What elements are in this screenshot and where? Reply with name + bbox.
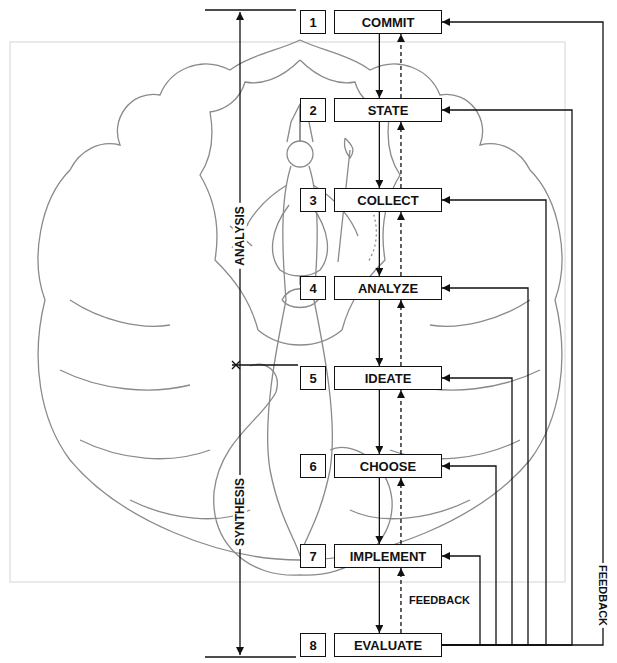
feedback-label: FEEDBACK bbox=[597, 562, 610, 627]
step-label: 7 bbox=[309, 549, 316, 564]
step-label: IDEATE bbox=[365, 371, 412, 386]
phase-bracket-line bbox=[239, 12, 240, 655]
bracket-tick bbox=[205, 9, 296, 10]
feedback-line bbox=[442, 110, 572, 645]
step-label: 4 bbox=[309, 281, 316, 296]
feedback-line bbox=[442, 288, 528, 645]
return-arrow bbox=[400, 212, 401, 276]
step-label: CHOOSE bbox=[360, 459, 416, 474]
return-arrow bbox=[400, 568, 401, 633]
prayer-beads bbox=[368, 210, 376, 262]
step-number-box: 7 bbox=[300, 544, 326, 568]
bracket-tick bbox=[205, 656, 296, 657]
step-label: 8 bbox=[309, 638, 316, 653]
return-arrow bbox=[400, 478, 401, 544]
flow-arrow bbox=[379, 212, 380, 276]
step-number-box: 2 bbox=[300, 98, 326, 122]
goddess-head bbox=[287, 141, 313, 167]
feedback-line bbox=[442, 466, 496, 645]
step-label: 2 bbox=[309, 103, 316, 118]
feedback-line bbox=[442, 22, 603, 645]
step-label: 3 bbox=[309, 193, 316, 208]
step-number-box: 8 bbox=[300, 633, 326, 657]
phase-divider bbox=[232, 364, 298, 365]
step-label: ANALYZE bbox=[358, 281, 418, 296]
step-label: 6 bbox=[309, 459, 316, 474]
emblem-left-half bbox=[38, 40, 300, 560]
return-arrow bbox=[400, 390, 401, 454]
step-label: COLLECT bbox=[357, 193, 418, 208]
return-arrow bbox=[400, 300, 401, 366]
step-box: CHOOSE bbox=[334, 454, 442, 478]
flow-arrow bbox=[379, 390, 380, 454]
return-arrow bbox=[400, 122, 401, 188]
phase-label: ANALYSIS bbox=[233, 203, 247, 269]
phase-label: SYNTHESIS bbox=[233, 475, 247, 549]
flow-arrow bbox=[379, 34, 380, 98]
step-number-box: 1 bbox=[300, 10, 326, 34]
step-number-box: 5 bbox=[300, 366, 326, 390]
emblem-right-half bbox=[300, 40, 562, 560]
step-number-box: 3 bbox=[300, 188, 326, 212]
step-label: EVALUATE bbox=[354, 638, 422, 653]
step-box: IMPLEMENT bbox=[334, 544, 442, 568]
step-label: 5 bbox=[309, 371, 316, 386]
flow-arrow bbox=[379, 568, 380, 633]
step-label: IMPLEMENT bbox=[350, 549, 427, 564]
divider-mark bbox=[232, 361, 240, 369]
step-box: ANALYZE bbox=[334, 276, 442, 300]
step-number-box: 4 bbox=[300, 276, 326, 300]
feedback-line bbox=[442, 200, 546, 645]
step-label: 1 bbox=[309, 15, 316, 30]
swan-neck bbox=[214, 364, 300, 575]
step-label: STATE bbox=[368, 103, 409, 118]
step-box: STATE bbox=[334, 98, 442, 122]
flow-arrow bbox=[379, 300, 380, 366]
step-box: COMMIT bbox=[334, 10, 442, 34]
step-number-box: 6 bbox=[300, 454, 326, 478]
step-box: COLLECT bbox=[334, 188, 442, 212]
step-label: COMMIT bbox=[362, 15, 415, 30]
return-arrow bbox=[400, 34, 401, 98]
flow-arrow bbox=[379, 478, 380, 544]
feedback-label: FEEDBACK bbox=[407, 594, 472, 607]
step-box: IDEATE bbox=[334, 366, 442, 390]
step-box: EVALUATE bbox=[334, 633, 442, 657]
flow-arrow bbox=[379, 122, 380, 188]
